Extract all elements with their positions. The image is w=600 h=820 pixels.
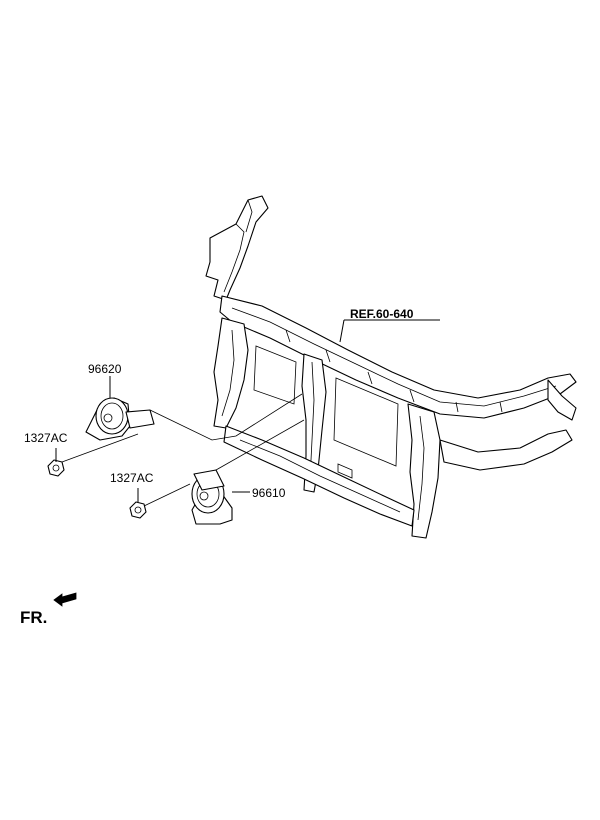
horn-lower [191, 469, 233, 525]
ref-label: REF.60-640 [350, 307, 414, 321]
part-label-96610: 96610 [252, 486, 286, 500]
front-label: FR. [20, 608, 47, 627]
radiator-support-carrier [205, 195, 577, 539]
horn-upper [85, 397, 155, 441]
part-label-1327ac-upper: 1327AC [24, 431, 68, 445]
part-label-1327ac-lower: 1327AC [110, 471, 154, 485]
leader-lines [55, 319, 440, 507]
nut-lower [129, 501, 147, 519]
part-label-96620: 96620 [88, 362, 122, 376]
front-arrow-icon [53, 592, 77, 607]
nut-upper [47, 459, 65, 477]
